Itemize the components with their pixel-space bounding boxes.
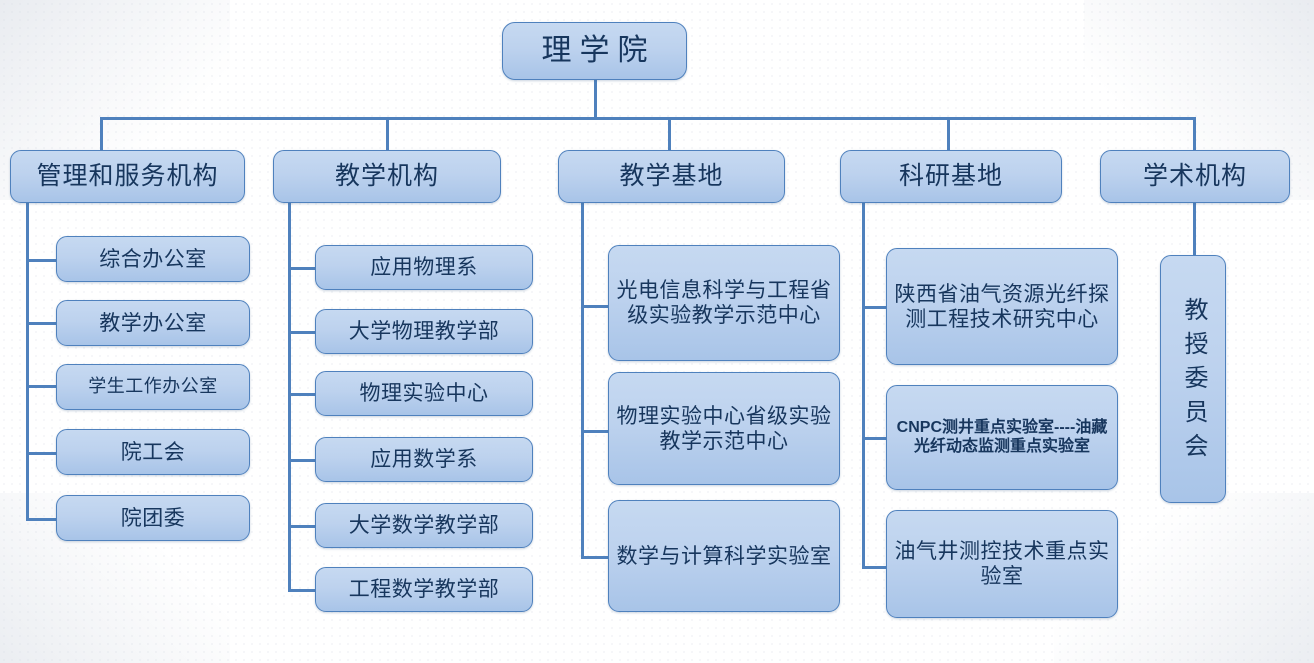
leaf-node-optoelectronic-demo-center[interactable]: 光电信息科学与工程省级实验教学示范中心 xyxy=(608,245,840,361)
connector-level2-bus xyxy=(100,117,1196,120)
leaf-node-college-union[interactable]: 院工会 xyxy=(56,429,250,475)
connector-stub-research-base-1 xyxy=(862,306,886,309)
connector-trunk-research-base xyxy=(862,202,865,568)
connector-stub-management-5 xyxy=(26,518,56,521)
connector-drop-teaching-base xyxy=(668,117,671,151)
connector-stub-research-base-2 xyxy=(862,437,886,440)
connector-trunk-teaching-base xyxy=(581,202,584,558)
leaf-node-youth-league-committee[interactable]: 院团委 xyxy=(56,495,250,541)
connector-stub-management-4 xyxy=(26,452,56,455)
connector-drop-research-base xyxy=(947,117,950,151)
leaf-node-physics-experiment-demo-center[interactable]: 物理实验中心省级实验教学示范中心 xyxy=(608,372,840,485)
leaf-node-applied-physics-dept[interactable]: 应用物理系 xyxy=(315,245,533,290)
connector-drop-academic-org xyxy=(1193,117,1196,151)
leaf-node-engineering-mathematics-teaching-dept[interactable]: 工程数学教学部 xyxy=(315,567,533,612)
leaf-node-university-mathematics-teaching-dept[interactable]: 大学数学教学部 xyxy=(315,503,533,548)
connector-stub-research-base-3 xyxy=(862,566,886,569)
connector-root-stem xyxy=(594,79,597,119)
connector-trunk-management xyxy=(26,202,29,520)
branch-node-teaching-base[interactable]: 教学基地 xyxy=(558,150,785,203)
connector-stub-management-3 xyxy=(26,385,56,388)
connector-drop-management xyxy=(100,117,103,151)
connector-stub-teaching-org-6 xyxy=(288,589,315,592)
root-node-school-of-science[interactable]: 理学院 xyxy=(502,22,687,80)
connector-stub-teaching-org-2 xyxy=(288,331,315,334)
connector-stub-teaching-base-1 xyxy=(581,305,608,308)
connector-drop-teaching-org xyxy=(386,117,389,151)
branch-node-management[interactable]: 管理和服务机构 xyxy=(10,150,245,203)
leaf-node-general-office[interactable]: 综合办公室 xyxy=(56,236,250,282)
connector-trunk-academic-org xyxy=(1193,202,1196,255)
leaf-node-cnpc-logging-key-lab[interactable]: CNPC测井重点实验室----油藏光纤动态监测重点实验室 xyxy=(886,385,1118,490)
leaf-node-professors-committee[interactable]: 教授委员会 xyxy=(1160,255,1226,503)
leaf-node-math-computational-science-lab[interactable]: 数学与计算科学实验室 xyxy=(608,500,840,612)
connector-stub-teaching-org-3 xyxy=(288,393,315,396)
connector-stub-teaching-base-3 xyxy=(581,556,608,559)
connector-trunk-teaching-org xyxy=(288,202,291,591)
connector-stub-management-2 xyxy=(26,322,56,325)
leaf-node-shaanxi-fiber-optic-research-center[interactable]: 陕西省油气资源光纤探测工程技术研究中心 xyxy=(886,248,1118,365)
connector-stub-teaching-org-4 xyxy=(288,459,315,462)
leaf-node-applied-mathematics-dept[interactable]: 应用数学系 xyxy=(315,437,533,482)
connector-stub-teaching-base-2 xyxy=(581,430,608,433)
leaf-node-oil-gas-well-measurement-key-lab[interactable]: 油气井测控技术重点实验室 xyxy=(886,510,1118,618)
branch-node-research-base[interactable]: 科研基地 xyxy=(840,150,1062,203)
leaf-node-physics-experiment-center[interactable]: 物理实验中心 xyxy=(315,371,533,416)
branch-node-teaching-org[interactable]: 教学机构 xyxy=(273,150,501,203)
connector-stub-teaching-org-1 xyxy=(288,267,315,270)
leaf-node-student-affairs-office[interactable]: 学生工作办公室 xyxy=(56,364,250,410)
branch-node-academic-org[interactable]: 学术机构 xyxy=(1100,150,1290,203)
connector-stub-teaching-org-5 xyxy=(288,525,315,528)
leaf-node-teaching-office[interactable]: 教学办公室 xyxy=(56,300,250,346)
connector-stub-management-1 xyxy=(26,259,56,262)
leaf-node-university-physics-teaching-dept[interactable]: 大学物理教学部 xyxy=(315,309,533,354)
